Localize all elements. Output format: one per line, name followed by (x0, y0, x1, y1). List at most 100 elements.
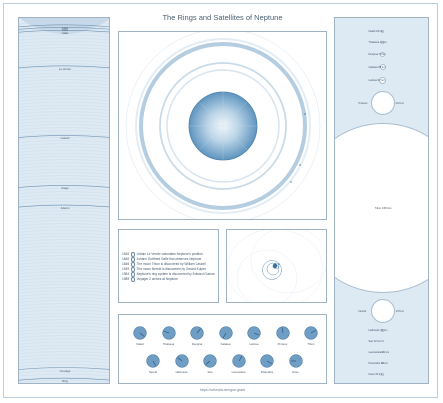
moon-size-label: Despina 75 km (369, 53, 386, 56)
moon-diameter: 88 km (378, 65, 386, 69)
planet-meridians (189, 92, 257, 160)
moon-diameter: 30 km (375, 373, 383, 376)
moon-size-label: 210 km (396, 102, 405, 105)
moon-size-label: Halimede 31 km (369, 329, 388, 332)
moon-label: Naiad (136, 342, 144, 346)
moon-globe (218, 326, 233, 340)
moon-diameter: 20 km (380, 361, 388, 365)
moon-size-label: Naiad 33 km (369, 30, 384, 33)
moon-size-circle (335, 123, 428, 293)
moon-size-circle (381, 30, 384, 33)
moon-name: Naiad (368, 30, 376, 33)
outer-boundary-ring (125, 32, 321, 219)
moon-label: Triton (307, 342, 315, 346)
timeline-event: 1845 Urbain Le Verrier calculates Neptune… (122, 252, 203, 257)
moon-globe (146, 354, 160, 368)
moon-diameter: 22 km (373, 339, 381, 343)
event-text: Voyager 2 arrives at Neptune (136, 277, 178, 282)
moon-size-label: Neso 30 km (369, 373, 383, 376)
moon-size-label: 170 km (396, 310, 405, 313)
moon-globe (247, 326, 261, 340)
moon-name: Triton (374, 206, 382, 210)
event-year: 1989 (122, 277, 130, 282)
moon-label: Neso (292, 370, 299, 374)
moon-size-label: Triton 1353 km (375, 207, 392, 210)
event-dot-icon (130, 272, 136, 277)
rings-strip (19, 18, 109, 383)
moon-size-circle (370, 299, 395, 323)
event-year: 1845 (122, 252, 130, 257)
moon-name: Despina (368, 53, 379, 56)
timeline-event: 1949 The moon Nereid is discovered by Ger… (122, 267, 206, 272)
moon-name: Halimede (368, 329, 381, 332)
moon-diameter: 210 km (395, 101, 405, 105)
moon-name: Laomedeia (368, 350, 383, 354)
ring-arc (19, 65, 109, 69)
moon-size-label: Laomedeia 21 km (369, 351, 390, 354)
moon-size-circle (381, 340, 384, 343)
moon-label: Psamathe (260, 370, 274, 374)
moon-size-circle (381, 351, 384, 354)
event-year: 1949 (122, 267, 130, 272)
moon-globe (288, 354, 303, 368)
moon-size-circle (379, 77, 386, 84)
moon-size-label: Galatea 88 km (369, 66, 386, 69)
moon-diameter: 170 km (395, 309, 405, 313)
ring-arc (19, 24, 109, 28)
le-verrier-ring (159, 62, 287, 190)
page-title: The Rings and Satellites of Neptune (162, 13, 283, 22)
moon-label: Proteus (277, 342, 288, 346)
moon-size-circle (381, 362, 384, 365)
haze-ring (135, 38, 311, 214)
moon-diameter: 97 km (377, 79, 385, 82)
event-dot-icon (130, 267, 136, 272)
ring-arc (19, 204, 109, 208)
moon-size-label: Psamathe 20 km (369, 362, 388, 365)
ring-label: Galle (61, 31, 69, 36)
moon-label: Halimede (175, 370, 188, 374)
moon-name: Nereid (358, 309, 367, 313)
moon-globe (190, 326, 204, 340)
moon-name: Sao (368, 339, 374, 343)
moon-size-label: Larissa 97 km (369, 79, 385, 82)
adams-ring (139, 42, 307, 210)
ring-arc (19, 135, 109, 138)
event-text: Urbain Le Verrier calculates Neptune's p… (136, 252, 203, 257)
moon-diameter: 1353 km (381, 206, 392, 210)
ring-label: Galle (61, 28, 69, 33)
event-text: The moon Nereid is discovered by Gerard … (136, 267, 206, 272)
moon-name: Thalassa (368, 41, 380, 45)
moon-globe (275, 326, 290, 340)
event-dot-icon (130, 252, 136, 257)
moon-size-label: Sao 22 km (369, 340, 381, 343)
event-year: 1984 (122, 272, 130, 277)
moon-label: Larissa (249, 342, 259, 346)
moon-name: Proteus (358, 101, 368, 105)
moon-label: Nereid (148, 370, 158, 374)
moon-size-circle (380, 41, 385, 45)
outer-orbits (227, 230, 326, 302)
ring-arc (19, 377, 109, 381)
ring-arc (19, 185, 109, 188)
footer-url: https://celestia-dengue.graet (199, 388, 246, 392)
moon-label: Galatea (220, 342, 231, 346)
moon-orbits-panel (226, 229, 327, 303)
moon-name: Larissa (368, 79, 378, 82)
page-frame (3, 3, 438, 398)
moon-globe (260, 354, 274, 368)
moon-label: Despina (191, 342, 203, 346)
ring-arc (19, 367, 109, 370)
event-dot-icon (130, 262, 136, 267)
moon-size-circle (381, 329, 384, 332)
planet-edge (19, 18, 109, 34)
moon-label: Laomedeia (231, 370, 246, 374)
ring-arc (19, 26, 109, 30)
ring-label: Lassell (60, 136, 70, 141)
neptune-rings-panel (118, 31, 327, 220)
moon-name: Neso (368, 373, 376, 376)
